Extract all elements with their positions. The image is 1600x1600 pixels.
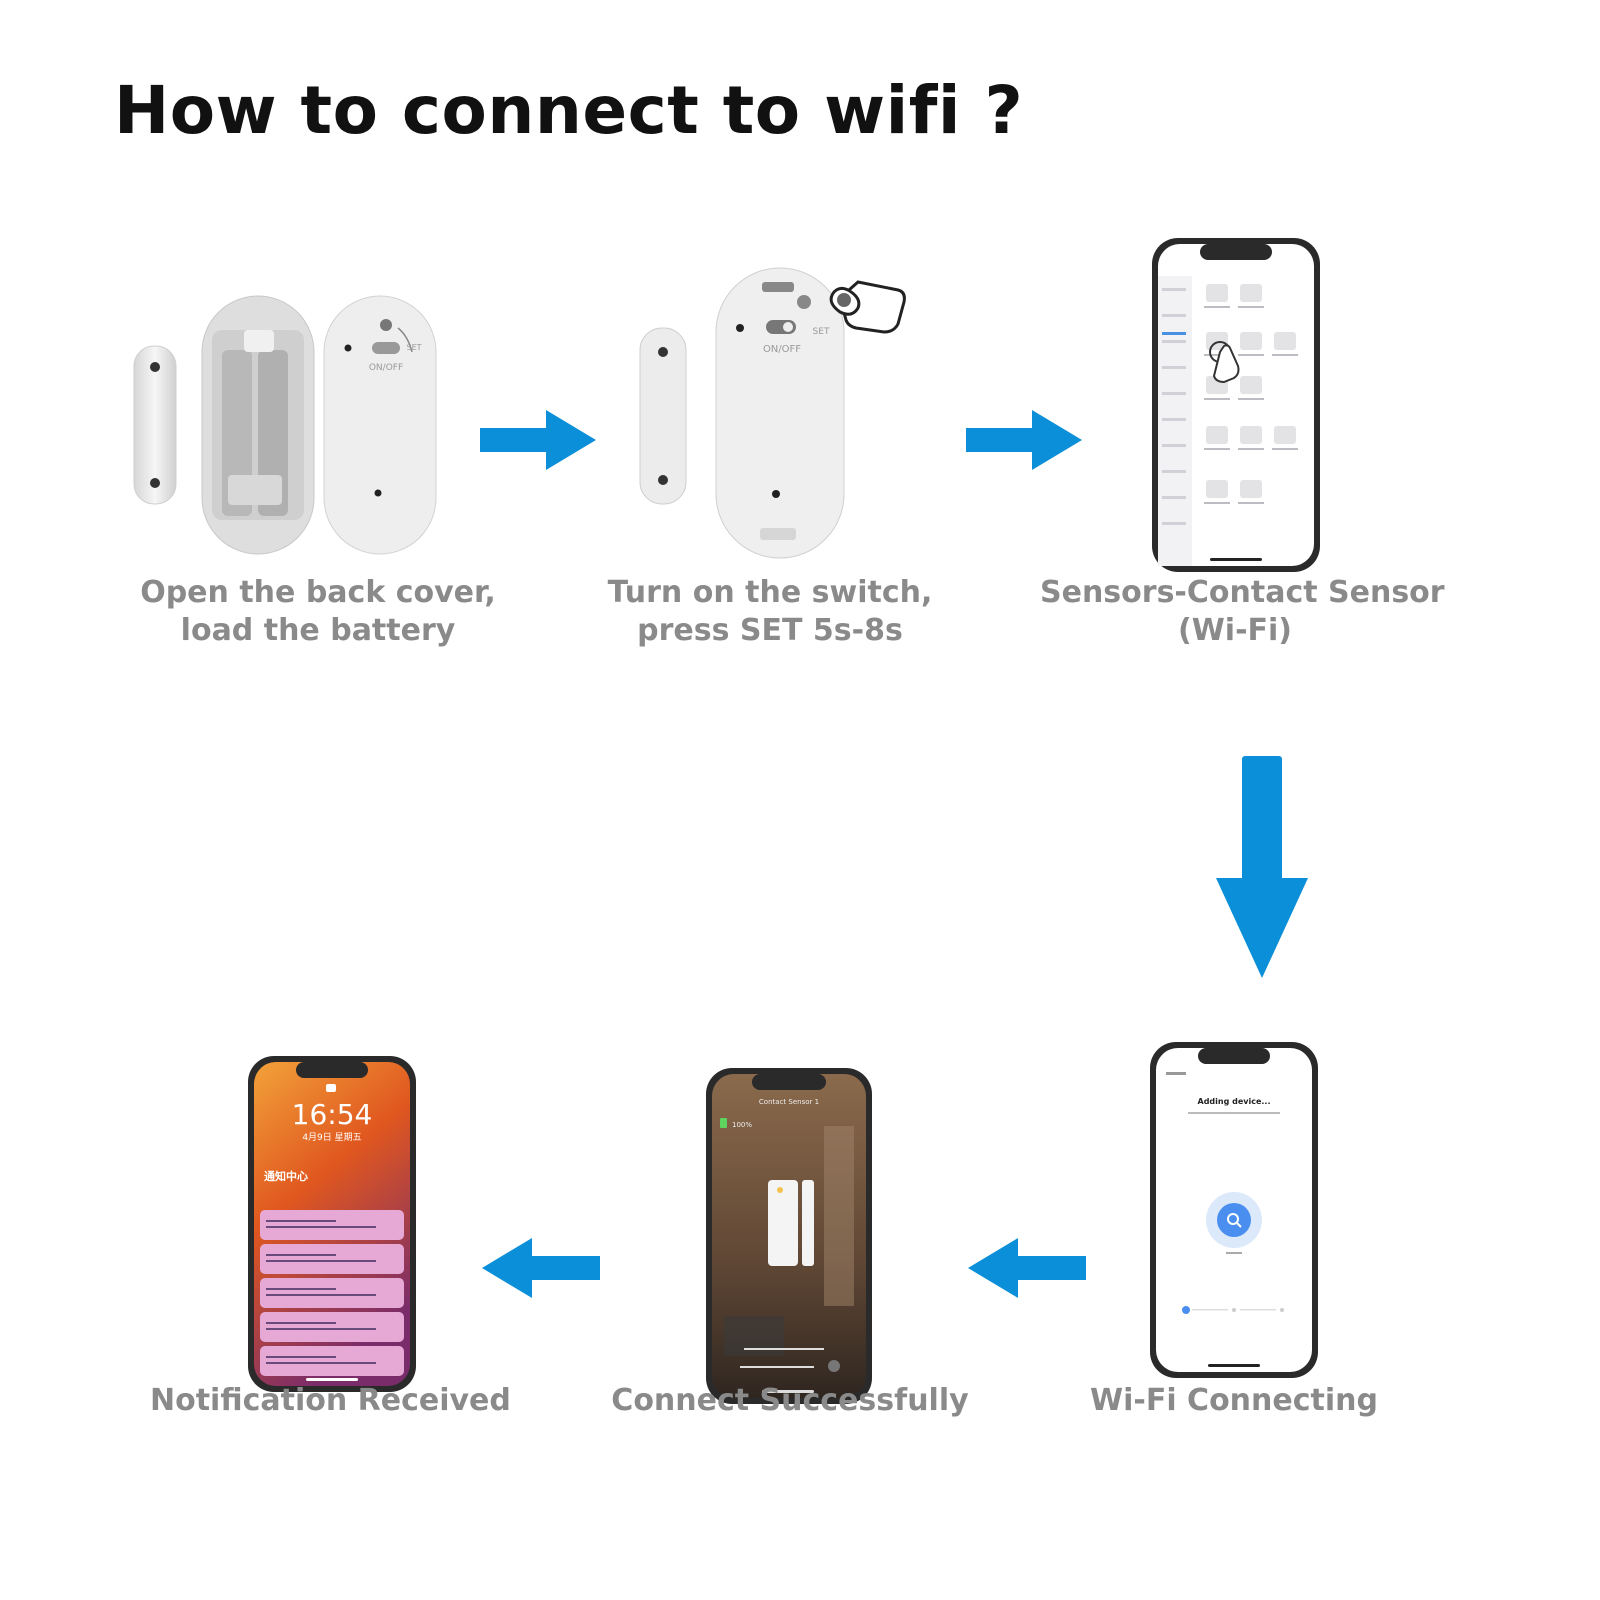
onoff-label: ON/OFF bbox=[369, 363, 403, 373]
set-label: SET bbox=[406, 343, 421, 352]
caption-line: Connect Successfully bbox=[611, 1383, 969, 1418]
caption-line: Open the back cover, bbox=[140, 575, 496, 610]
clock-time: 16:54 bbox=[292, 1098, 373, 1131]
screen-heading: Adding device... bbox=[1198, 1097, 1271, 1106]
right-arrow-icon bbox=[966, 410, 1082, 470]
down-arrow-icon bbox=[1216, 756, 1308, 978]
notification-list bbox=[260, 1210, 404, 1376]
right-arrow-icon bbox=[480, 410, 596, 470]
caption-line: Sensors-Contact Sensor bbox=[1040, 575, 1445, 610]
step-2-caption: Turn on the switch, press SET 5s-8s bbox=[590, 574, 950, 650]
step-1-illustration: ON/OFF SET bbox=[128, 290, 448, 560]
notification-center-label: 通知中心 bbox=[264, 1169, 308, 1183]
battery-text: 100% bbox=[732, 1121, 752, 1129]
step-1-caption: Open the back cover, load the battery bbox=[128, 574, 508, 650]
step-6-caption: Notification Received bbox=[150, 1382, 511, 1420]
left-arrow-icon bbox=[482, 1238, 600, 1298]
caption-line: load the battery bbox=[180, 613, 456, 648]
step-5-caption: Connect Successfully bbox=[610, 1382, 970, 1420]
set-label: SET bbox=[813, 327, 830, 337]
clock-date: 4月9日 星期五 bbox=[302, 1132, 361, 1143]
step-4-phone: Adding device... bbox=[1148, 1040, 1320, 1380]
caption-line: Wi-Fi Connecting bbox=[1090, 1383, 1378, 1418]
caption-line: Turn on the switch, bbox=[607, 575, 933, 610]
step-4-caption: Wi-Fi Connecting bbox=[1084, 1382, 1384, 1420]
caption-line: (Wi-Fi) bbox=[1177, 613, 1293, 648]
caption-line: press SET 5s-8s bbox=[637, 613, 903, 648]
step-6-phone: 16:54 4月9日 星期五 通知中心 bbox=[246, 1054, 418, 1394]
tap-hand-icon bbox=[1209, 341, 1240, 384]
step-3-caption: Sensors-Contact Sensor (Wi-Fi) bbox=[1040, 574, 1445, 650]
onoff-label: ON/OFF bbox=[763, 344, 801, 355]
caption-line: Notification Received bbox=[150, 1383, 511, 1418]
page-title: How to connect to wifi ? bbox=[114, 72, 1024, 149]
screen-heading: Contact Sensor 1 bbox=[759, 1098, 819, 1106]
step-3-phone bbox=[1150, 236, 1322, 574]
step-2-illustration: ON/OFF SET bbox=[636, 262, 926, 562]
search-icon bbox=[1227, 1213, 1242, 1228]
hand-pointer-icon bbox=[829, 280, 906, 334]
step-5-phone: Contact Sensor 1 100% bbox=[704, 1066, 874, 1406]
left-arrow-icon bbox=[968, 1238, 1086, 1298]
